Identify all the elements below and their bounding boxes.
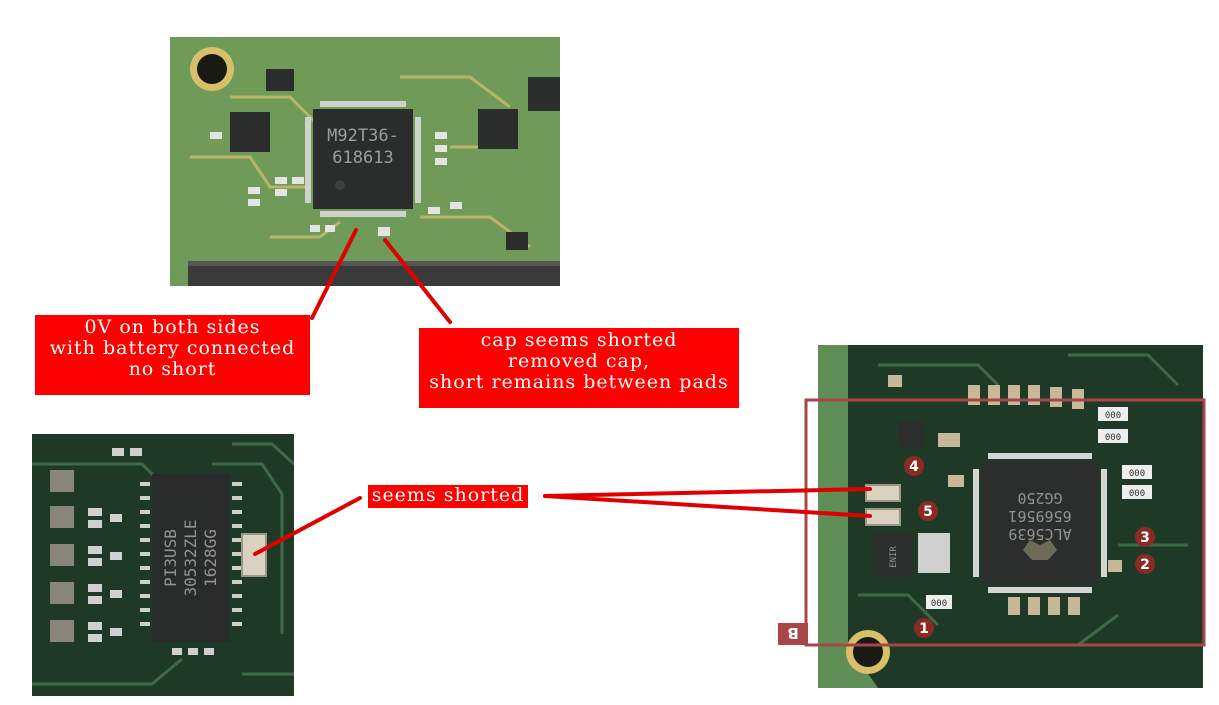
- tssop-chip-pi3usb: PI3USB 30532ZLE 1628GG: [140, 474, 242, 642]
- annotation-line: 0V on both sides: [84, 316, 261, 338]
- svg-text:000: 000: [931, 599, 947, 609]
- annotation-line: no short: [128, 358, 217, 380]
- shorted-capacitor-lower: [865, 508, 901, 526]
- small-chip: ENIR: [873, 533, 913, 577]
- annotation-line: seems shorted: [371, 484, 525, 506]
- chip-marking-line1: M92T36-: [327, 126, 399, 146]
- shorted-capacitor-upper: [865, 484, 901, 502]
- annotation-seems-shorted: seems shorted: [368, 485, 528, 508]
- qfn-chip-m92t36: M92T36- 618613: [305, 101, 421, 217]
- marker-5: 5: [923, 504, 933, 520]
- svg-text:000: 000: [1105, 411, 1121, 421]
- shorted-capacitor: [241, 533, 267, 577]
- chip-marking-line1: ALC5639: [1008, 525, 1071, 543]
- marker-2: 2: [1140, 557, 1150, 573]
- qfn-chip-alc5639: ALC5639 6569561 GG250: [973, 453, 1107, 593]
- region-label-b: B: [787, 624, 798, 642]
- marker-4: 4: [909, 459, 919, 475]
- chip-marking-line2: 30532ZLE: [181, 519, 200, 596]
- marker-1: 1: [919, 621, 929, 637]
- svg-text:000: 000: [1105, 433, 1121, 443]
- chip-marking-line1: PI3USB: [161, 529, 180, 587]
- svg-text:ENIR: ENIR: [889, 546, 899, 568]
- svg-text:000: 000: [1129, 489, 1145, 499]
- chip-marking-line3: GG250: [1017, 489, 1062, 507]
- annotation-line: removed cap,: [507, 350, 651, 372]
- annotation-line: cap seems shorted: [480, 329, 678, 351]
- bottom-left-board-photo: PI3USB 30532ZLE 1628GG: [32, 434, 294, 696]
- chip-marking-line3: 1628GG: [201, 529, 220, 587]
- top-board-photo: M92T36- 618613: [170, 37, 560, 286]
- annotation-line: short remains between pads: [429, 371, 729, 393]
- chip-marking-line2: 6569561: [1008, 507, 1071, 525]
- marker-3: 3: [1140, 530, 1150, 546]
- annotation-cap-shorted: cap seems shorted removed cap, short rem…: [419, 328, 739, 408]
- chip-marking-line2: 618613: [332, 148, 393, 168]
- annotation-zero-volt: 0V on both sides with battery connected …: [35, 315, 310, 395]
- annotation-line: with battery connected: [49, 337, 296, 359]
- right-board-photo: ALC5639 6569561 GG250 ENIR 000 000 000 0…: [818, 345, 1203, 688]
- svg-text:000: 000: [1129, 469, 1145, 479]
